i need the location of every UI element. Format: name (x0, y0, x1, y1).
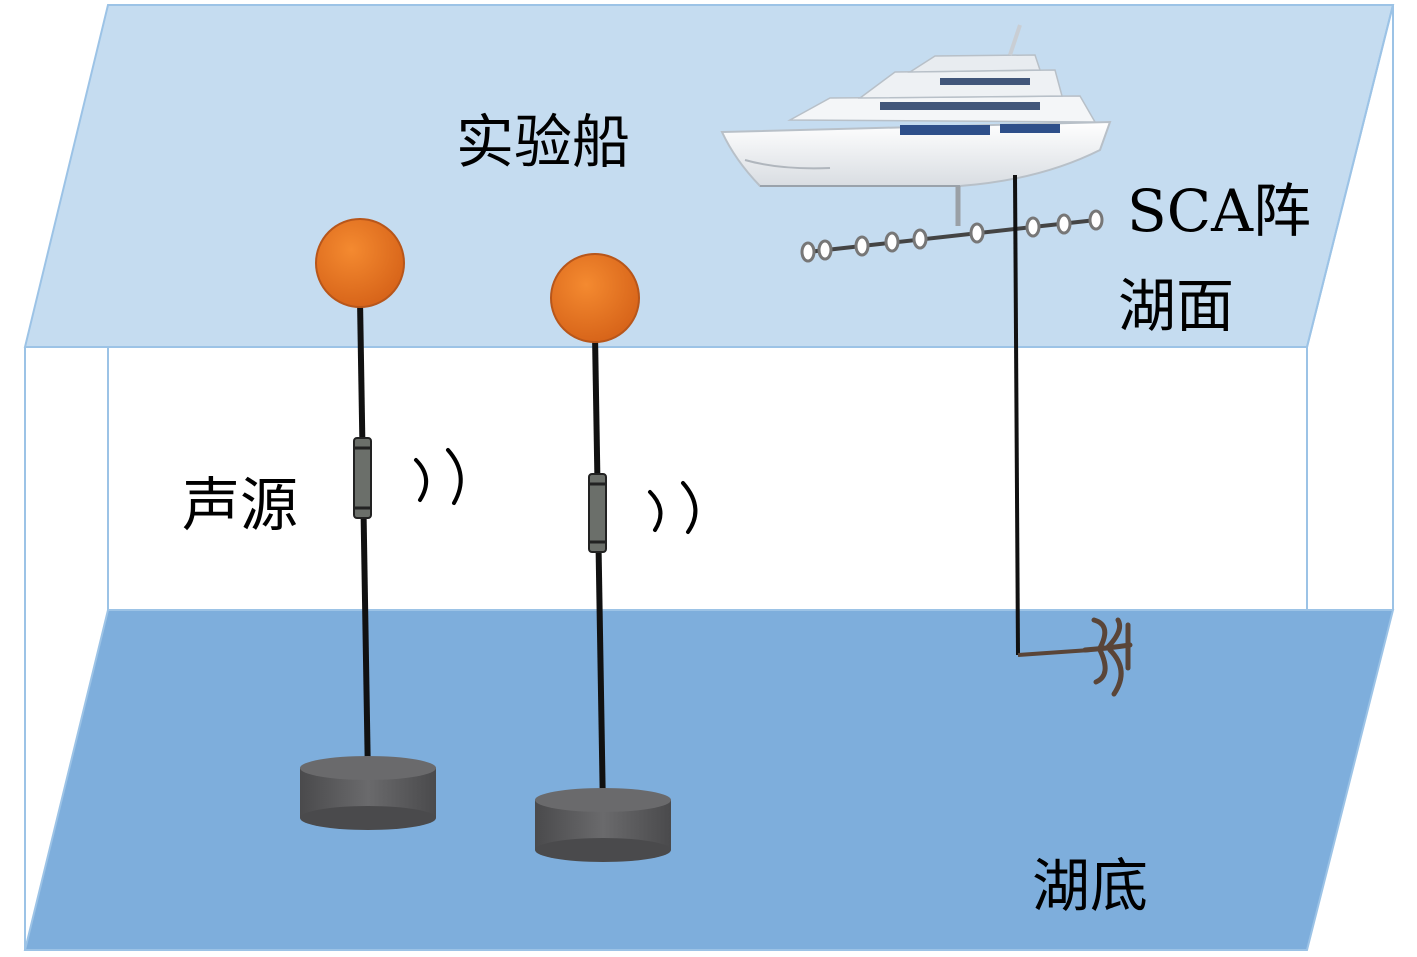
float-buoy (315, 218, 405, 308)
sound-wave-icon (414, 448, 698, 534)
sound-source-1 (300, 218, 436, 830)
anchor-weight (535, 788, 671, 862)
transducer (588, 473, 607, 553)
float-buoy (550, 253, 640, 343)
sca-array (800, 186, 1104, 263)
source-rope (592, 334, 606, 813)
sound-source-label: 声源 (182, 471, 298, 539)
hydrophone-nodes (800, 209, 1104, 263)
anchor-weight (300, 756, 436, 830)
source-rope (357, 299, 371, 781)
lake-bottom-label: 湖底 (1032, 852, 1148, 920)
transducer (353, 437, 372, 519)
ship-icon (720, 24, 1112, 187)
lake-bottom-plane (23, 609, 1395, 951)
lake-surface-label: 湖面 (1118, 272, 1234, 340)
box-edge-right-mid (1306, 4, 1394, 348)
ship-label: 实验船 (456, 108, 630, 176)
anchor-icon (1082, 617, 1133, 697)
sound-source-2 (535, 253, 671, 862)
sca-array-label: SCA阵 (1127, 177, 1311, 245)
anchor-line (1013, 174, 1091, 657)
